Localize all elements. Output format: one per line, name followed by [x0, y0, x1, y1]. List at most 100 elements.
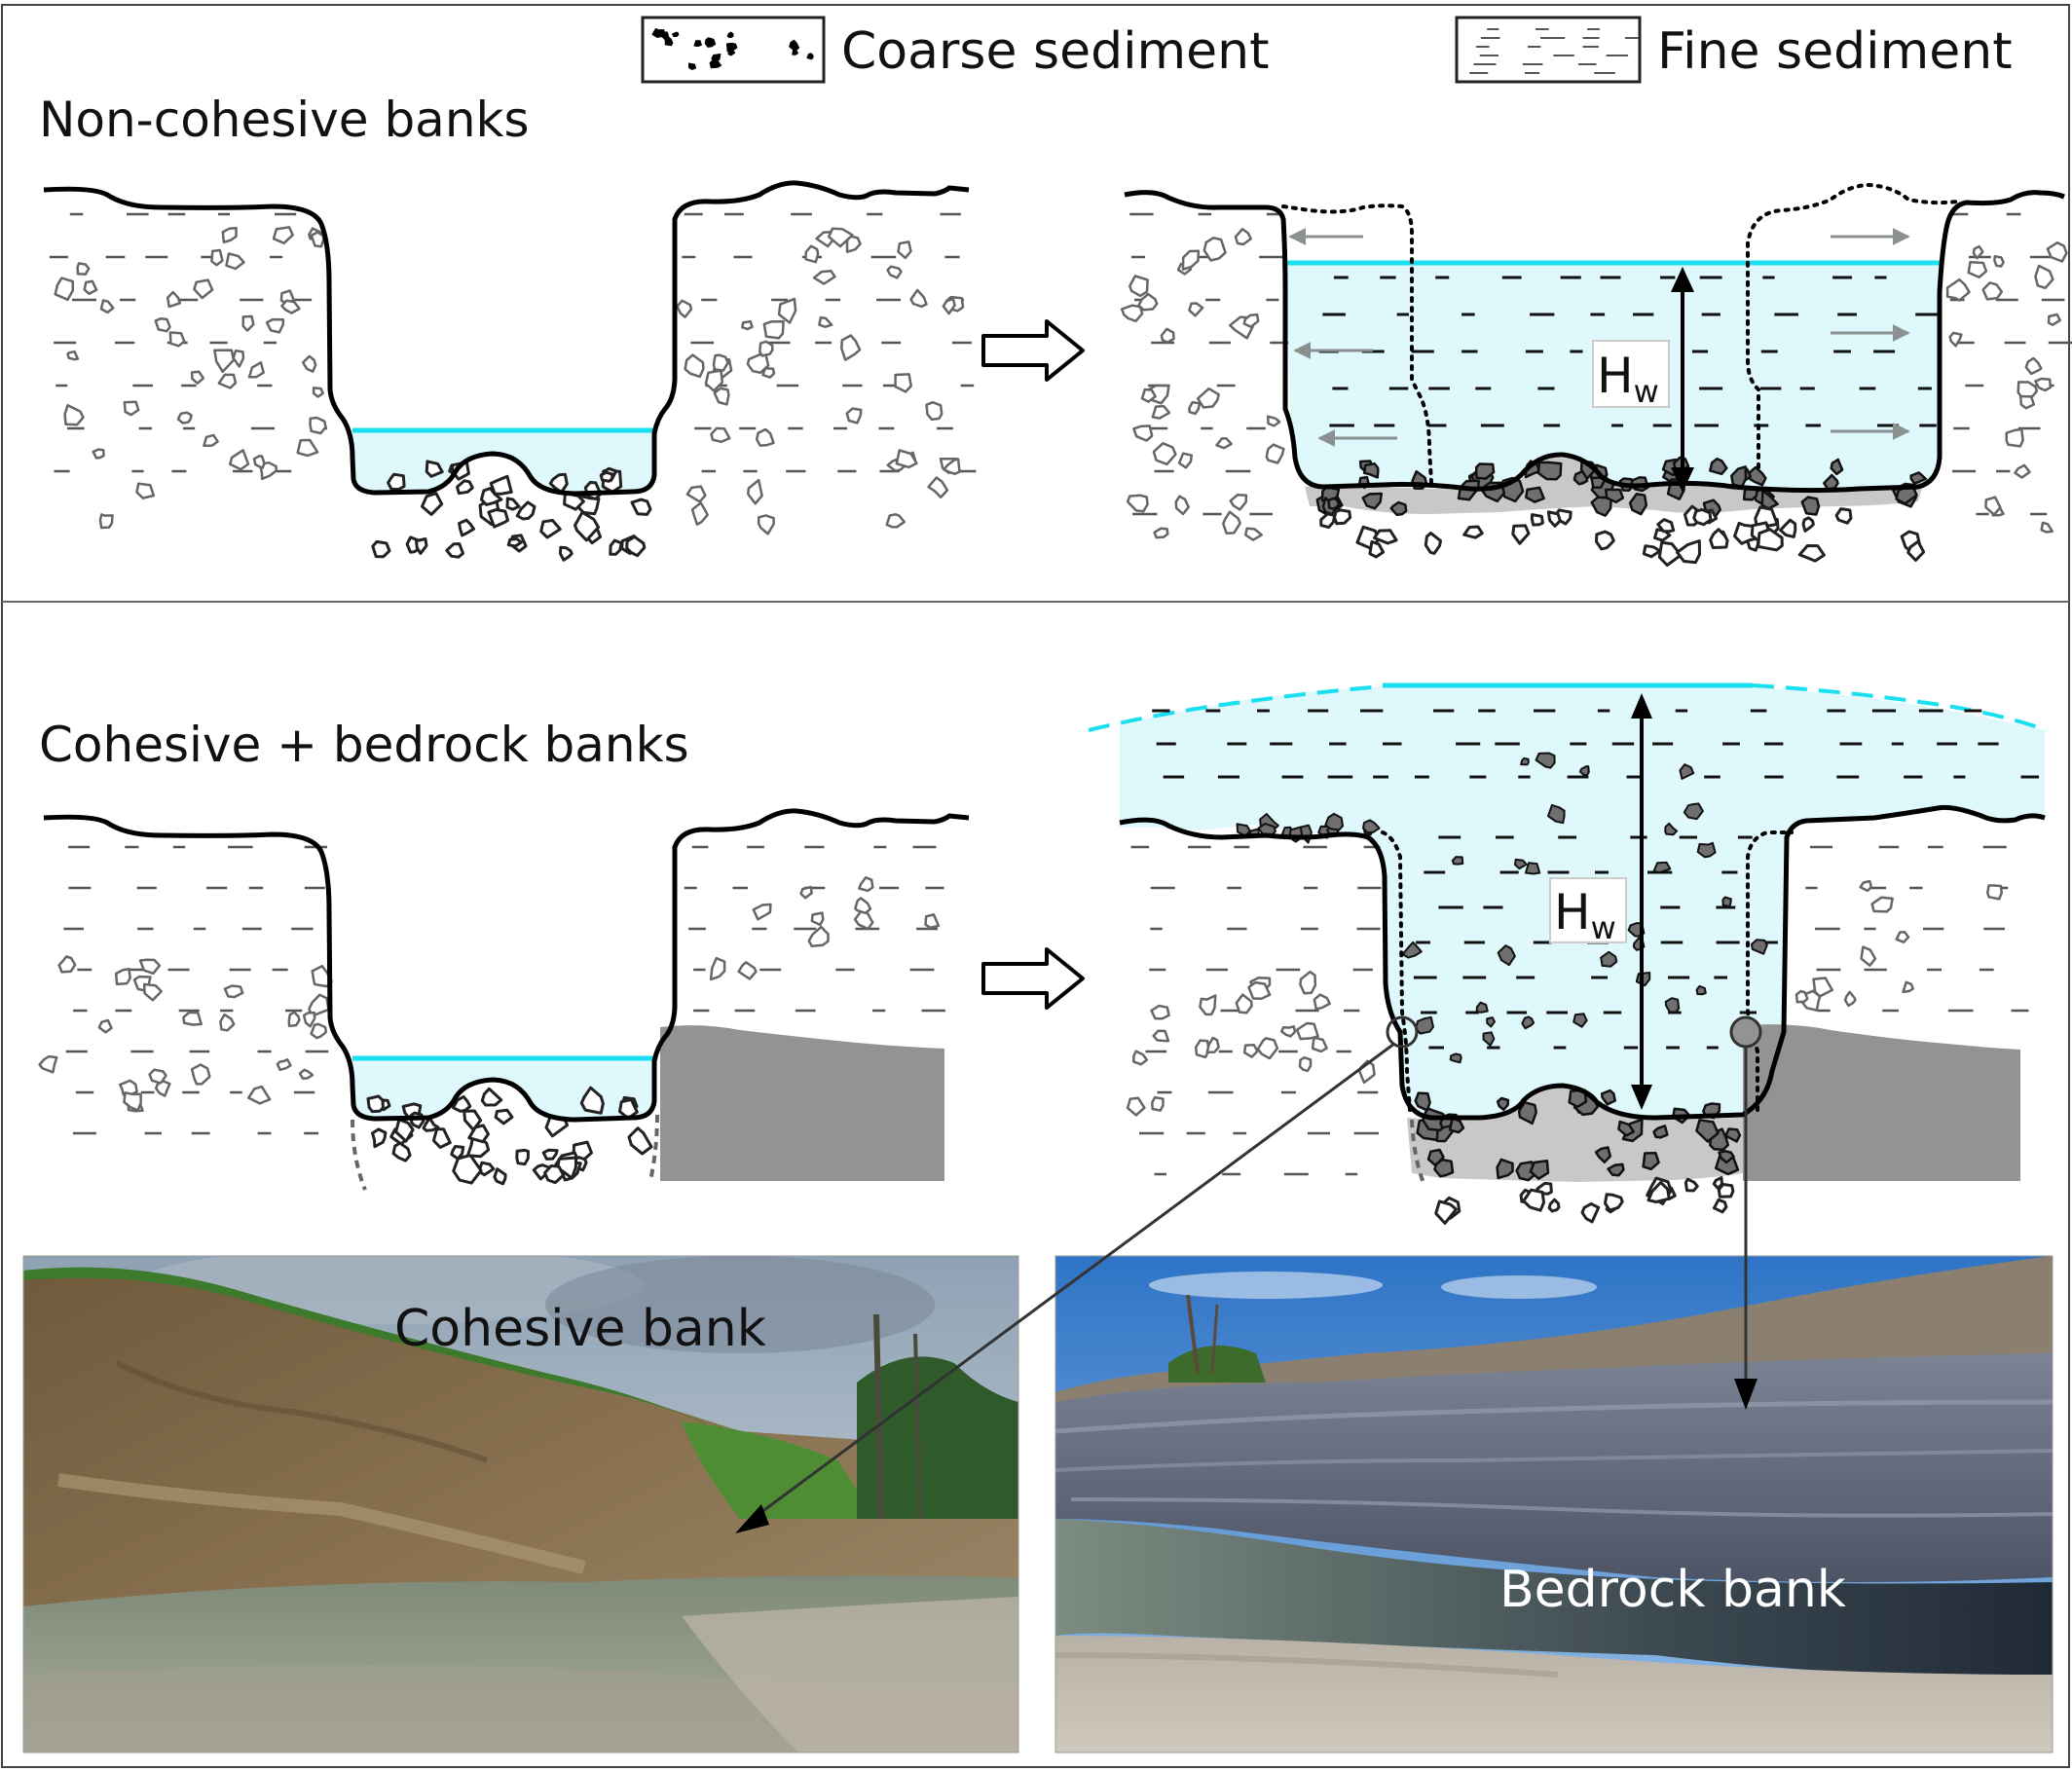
clast: [1895, 930, 1910, 943]
clast: [210, 248, 224, 267]
clast: [1535, 752, 1556, 769]
transition-arrow-icon-bottom: [981, 947, 1085, 1010]
clast: [1132, 424, 1154, 442]
channel-bed-clasts: [1315, 456, 1928, 567]
clast: [1128, 275, 1149, 298]
clast: [574, 510, 601, 542]
clast: [1860, 945, 1877, 967]
bank-clasts: [1126, 879, 2004, 1117]
clast: [1521, 1015, 1536, 1030]
clast: [387, 472, 406, 492]
clast: [1362, 819, 1381, 834]
deposited-sediment-bottom: [1407, 1087, 1743, 1182]
clast: [1242, 313, 1260, 328]
incised-channel-outline: [1119, 804, 2046, 1121]
clast: [1150, 1004, 1170, 1020]
channel-outline: [43, 180, 970, 497]
clast: [445, 542, 464, 559]
clast: [853, 908, 874, 931]
clast: [505, 497, 521, 511]
clast: [1607, 1162, 1625, 1177]
clast: [1194, 1039, 1210, 1059]
clast: [1986, 884, 2004, 901]
photo-cohesive-bank: Cohesive bank: [22, 1255, 1019, 1753]
clast: [63, 403, 85, 426]
clast: [1967, 260, 1988, 278]
clast: [301, 354, 317, 373]
clast: [1160, 327, 1175, 344]
bottom-panel-title: Cohesive + bedrock banks: [39, 717, 689, 773]
clast: [1757, 528, 1784, 552]
clast: [709, 58, 722, 69]
initial-water-bottom: [352, 1058, 654, 1118]
clast: [556, 1156, 578, 1180]
top-widened-channel: Hw: [1120, 182, 2072, 567]
clast: [1152, 442, 1177, 466]
clast: [2016, 381, 2039, 398]
bank-clasts: [38, 876, 941, 1113]
clast: [1594, 1146, 1612, 1163]
clast: [804, 244, 820, 264]
clast: [676, 299, 693, 318]
clast: [166, 290, 182, 309]
cohesive-bank-label: Cohesive bank: [394, 1300, 766, 1358]
clast: [450, 1145, 465, 1161]
clast: [1993, 254, 2005, 268]
clast: [302, 1011, 316, 1028]
clast: [66, 350, 80, 361]
clast: [1515, 1161, 1537, 1182]
figure-frame: [1, 4, 2070, 1768]
clast: [310, 231, 325, 248]
clast: [752, 903, 772, 921]
widened-channel-outline: [1124, 190, 2065, 494]
clast: [1642, 1151, 1660, 1171]
clast: [704, 37, 717, 48]
clast: [1692, 508, 1713, 527]
clast: [927, 476, 949, 499]
clast: [2005, 427, 2024, 448]
clast: [479, 487, 503, 506]
clast: [83, 279, 98, 295]
clast: [1368, 539, 1386, 559]
clast: [421, 492, 444, 516]
channel-outline-bottom: [43, 808, 970, 1123]
top-initial-channel: [43, 180, 977, 562]
clast: [1524, 862, 1541, 875]
clast: [98, 513, 114, 530]
clast: [515, 500, 536, 521]
clast: [1181, 249, 1201, 271]
clast: [371, 539, 391, 559]
clast: [1299, 970, 1317, 995]
clast: [1580, 1201, 1601, 1224]
clast: [1646, 1181, 1671, 1203]
clast: [1362, 461, 1380, 479]
clast: [2046, 240, 2068, 263]
bedrock-leader-arrowhead-icon: [1734, 1379, 1758, 1410]
clast: [1324, 812, 1344, 831]
clast: [810, 911, 825, 927]
clast: [57, 955, 77, 974]
clast: [487, 508, 509, 529]
coarse-sediment-pattern-icon: [651, 28, 814, 70]
bottom-initial-channel: [38, 808, 970, 1191]
clast: [1972, 244, 1984, 260]
clast: [541, 1148, 559, 1161]
clast: [1266, 415, 1281, 427]
clast: [154, 316, 171, 333]
clast: [232, 349, 245, 368]
clast: [693, 40, 702, 48]
clast: [223, 984, 244, 999]
clast: [1712, 1198, 1728, 1214]
clast: [452, 1154, 483, 1185]
clast: [1311, 1036, 1328, 1053]
clast: [1520, 756, 1530, 766]
clast: [1604, 1193, 1624, 1212]
clast: [737, 961, 758, 980]
clast: [1617, 1120, 1636, 1137]
former-bank-left-dotted: [1281, 203, 1433, 484]
clast: [229, 449, 250, 471]
clast: [1474, 462, 1496, 480]
clast: [1981, 281, 2004, 301]
clast: [247, 361, 265, 379]
clast: [2014, 463, 2031, 479]
